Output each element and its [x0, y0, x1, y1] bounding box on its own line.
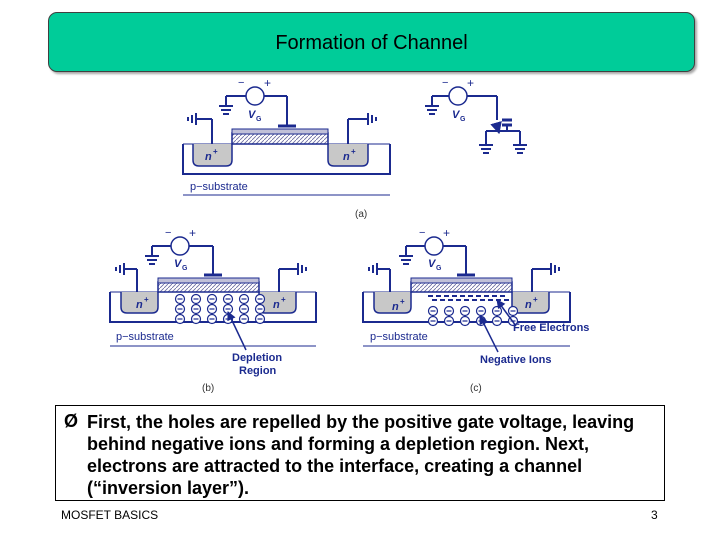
- n-plus-drain: n: [525, 299, 532, 311]
- negative-ions-label: Negative Ions: [480, 354, 552, 366]
- n-plus-superscript: +: [281, 295, 286, 304]
- panel-c-caption: (c): [470, 383, 482, 394]
- n-plus-superscript: +: [213, 147, 218, 156]
- region-label: Region: [239, 365, 277, 377]
- page-number: 3: [651, 508, 658, 522]
- panel-b-caption: (b): [202, 383, 214, 394]
- vg-label: V: [248, 109, 257, 121]
- n-plus-source: n: [136, 299, 143, 311]
- bullet-arrow-icon: Ø: [64, 411, 79, 431]
- minus-sign: −: [442, 77, 448, 89]
- n-plus-superscript: +: [400, 297, 405, 306]
- n-plus-superscript: +: [351, 147, 356, 156]
- plus-sign: +: [467, 76, 474, 90]
- panel-a-device: [182, 86, 391, 196]
- n-plus-drain: n: [273, 299, 280, 311]
- vg-subscript: G: [256, 116, 262, 123]
- panel-b-device: [109, 236, 317, 351]
- title-banner: Formation of Channel: [48, 12, 695, 72]
- p-substrate-label: p−substrate: [190, 181, 248, 193]
- n-plus-superscript: +: [144, 295, 149, 304]
- panel-a-caption: (a): [355, 209, 367, 220]
- free-electrons-label: Free Electrons: [513, 322, 589, 334]
- p-substrate-label: p−substrate: [370, 331, 428, 343]
- minus-sign: −: [165, 227, 171, 239]
- explanation-text: First, the holes are repelled by the pos…: [87, 412, 635, 498]
- plus-sign: +: [189, 226, 196, 240]
- slide-title: Formation of Channel: [275, 32, 468, 54]
- vg-subscript: G: [460, 116, 466, 123]
- minus-sign: −: [419, 227, 425, 239]
- vg-label: V: [452, 109, 461, 121]
- panel-c-labels: − + V G n + n + p−substrate Free Electro…: [370, 226, 589, 394]
- vg-label: V: [174, 258, 183, 270]
- negative-ions-c: [427, 305, 519, 327]
- panel-b-labels: − + V G n + n + p−substrate Depletion Re…: [116, 226, 286, 394]
- n-plus-source: n: [205, 151, 212, 163]
- panel-c-device: [362, 236, 571, 353]
- explanation-box: Ø First, the holes are repelled by the p…: [55, 405, 665, 501]
- n-plus-superscript: +: [533, 295, 538, 304]
- negative-ions-b: [174, 293, 266, 325]
- depletion-label: Depletion: [232, 352, 282, 364]
- mosfet-diagram: − + V G n + n + p−substrate (a) − + V: [109, 76, 589, 394]
- p-substrate-label: p−substrate: [116, 331, 174, 343]
- plus-sign: +: [443, 226, 450, 240]
- panel-a-labels: − + V G n + n + p−substrate (a): [190, 76, 367, 220]
- vg-label: V: [428, 258, 437, 270]
- footer-title: MOSFET BASICS: [61, 508, 159, 522]
- n-plus-drain: n: [343, 151, 350, 163]
- minus-sign: −: [238, 77, 244, 89]
- vg-subscript: G: [182, 265, 188, 272]
- free-electrons-c: [428, 295, 509, 301]
- plus-sign: +: [264, 76, 271, 90]
- vg-subscript: G: [436, 265, 442, 272]
- n-plus-source: n: [392, 301, 399, 313]
- equivalent-circuit: − + V G: [425, 76, 527, 154]
